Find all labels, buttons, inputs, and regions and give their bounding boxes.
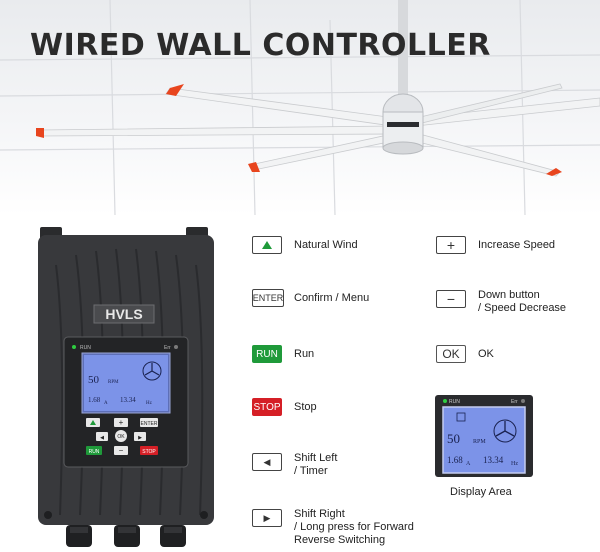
svg-text:OK: OK — [117, 434, 125, 440]
legend-run: RUN Run — [252, 345, 314, 363]
svg-text:ENTER: ENTER — [141, 421, 158, 427]
stop-label: Stop — [294, 400, 317, 413]
hero-banner: WIRED WALL CONTROLLER — [0, 0, 600, 215]
device-left-button[interactable] — [96, 432, 108, 441]
lcd-speed-unit: RPM — [108, 380, 119, 385]
run-label: Run — [294, 347, 315, 360]
device-stop-button[interactable] — [140, 446, 158, 455]
shift-right-label: Shift Right / Long press for Forward Rev… — [294, 508, 414, 546]
minus-icon: − — [436, 290, 466, 308]
ok-key-icon: OK — [436, 345, 466, 363]
controller-device: HVLS RUN Err 50 RPM 1.68 A 13.34 Hz + EN… — [38, 227, 214, 547]
display-current: 1.68 — [447, 455, 463, 465]
display-err-led: Err — [511, 399, 518, 405]
natural-wind-label: Natural Wind — [294, 238, 358, 251]
enter-key-icon: ENTER — [252, 289, 284, 307]
svg-text:−: − — [119, 446, 124, 455]
leaf-icon — [252, 236, 282, 254]
display-speed-unit: RPM — [473, 439, 486, 445]
device-minus-button[interactable] — [114, 446, 128, 455]
device-enter-button[interactable] — [140, 418, 158, 427]
legend-stop: STOP Stop — [252, 398, 317, 416]
decrease-label: Down button / Speed Decrease — [478, 289, 567, 314]
legend-enter: ENTER Confirm / Menu — [252, 289, 369, 307]
device-ok-button[interactable] — [115, 430, 127, 442]
svg-text:STOP: STOP — [142, 449, 156, 455]
run-led-label: RUN — [80, 345, 91, 351]
legend-ok: OK OK — [436, 345, 494, 363]
display-current-unit: A — [466, 461, 471, 467]
display-freq-unit: Hz — [511, 461, 518, 467]
increase-label: Increase Speed — [478, 238, 556, 251]
display-area-caption: Display Area — [450, 486, 512, 498]
legend-natural-wind: Natural Wind — [252, 236, 358, 254]
display-area-illustration: RUN Err 50 RPM 1.68 A 13.34 Hz — [435, 395, 533, 477]
lcd-freq: 13.34 — [120, 396, 136, 404]
svg-text:+: + — [119, 418, 124, 427]
device-run-button[interactable] — [86, 446, 102, 455]
right-arrow-icon: ▶ — [252, 509, 282, 527]
display-speed: 50 — [447, 431, 460, 446]
lcd-current: 1.68 — [88, 396, 101, 404]
err-led-label: Err — [164, 345, 171, 351]
run-key-icon: RUN — [252, 345, 282, 363]
legend-increase: + Increase Speed — [436, 236, 555, 254]
stop-key-icon: STOP — [252, 398, 282, 416]
shift-left-label: Shift Left / Timer — [294, 452, 338, 477]
plus-icon: + — [436, 236, 466, 254]
legend-decrease: − Down button / Speed Decrease — [436, 289, 566, 315]
brand-logo: HVLS — [105, 306, 142, 322]
svg-text:▶: ▶ — [138, 435, 142, 441]
svg-text:◀: ◀ — [100, 435, 104, 441]
lcd-speed: 50 — [88, 374, 100, 386]
left-arrow-icon: ◀ — [252, 453, 282, 471]
svg-text:RUN: RUN — [89, 449, 100, 455]
display-run-led: RUN — [449, 399, 460, 405]
lcd-current-unit: A — [104, 401, 108, 406]
page-title: WIRED WALL CONTROLLER — [30, 28, 491, 63]
enter-label: Confirm / Menu — [294, 291, 370, 304]
device-plus-button[interactable] — [114, 418, 128, 427]
display-freq: 13.34 — [483, 455, 504, 465]
ok-label: OK — [478, 347, 494, 360]
device-right-button[interactable] — [134, 432, 146, 441]
legend-shift-right: ▶ Shift Right / Long press for Forward R… — [252, 508, 414, 547]
lcd-freq-unit: Hz — [146, 401, 153, 406]
ceiling-fan-illustration — [0, 0, 600, 215]
legend-shift-left: ◀ Shift Left / Timer — [252, 452, 337, 478]
